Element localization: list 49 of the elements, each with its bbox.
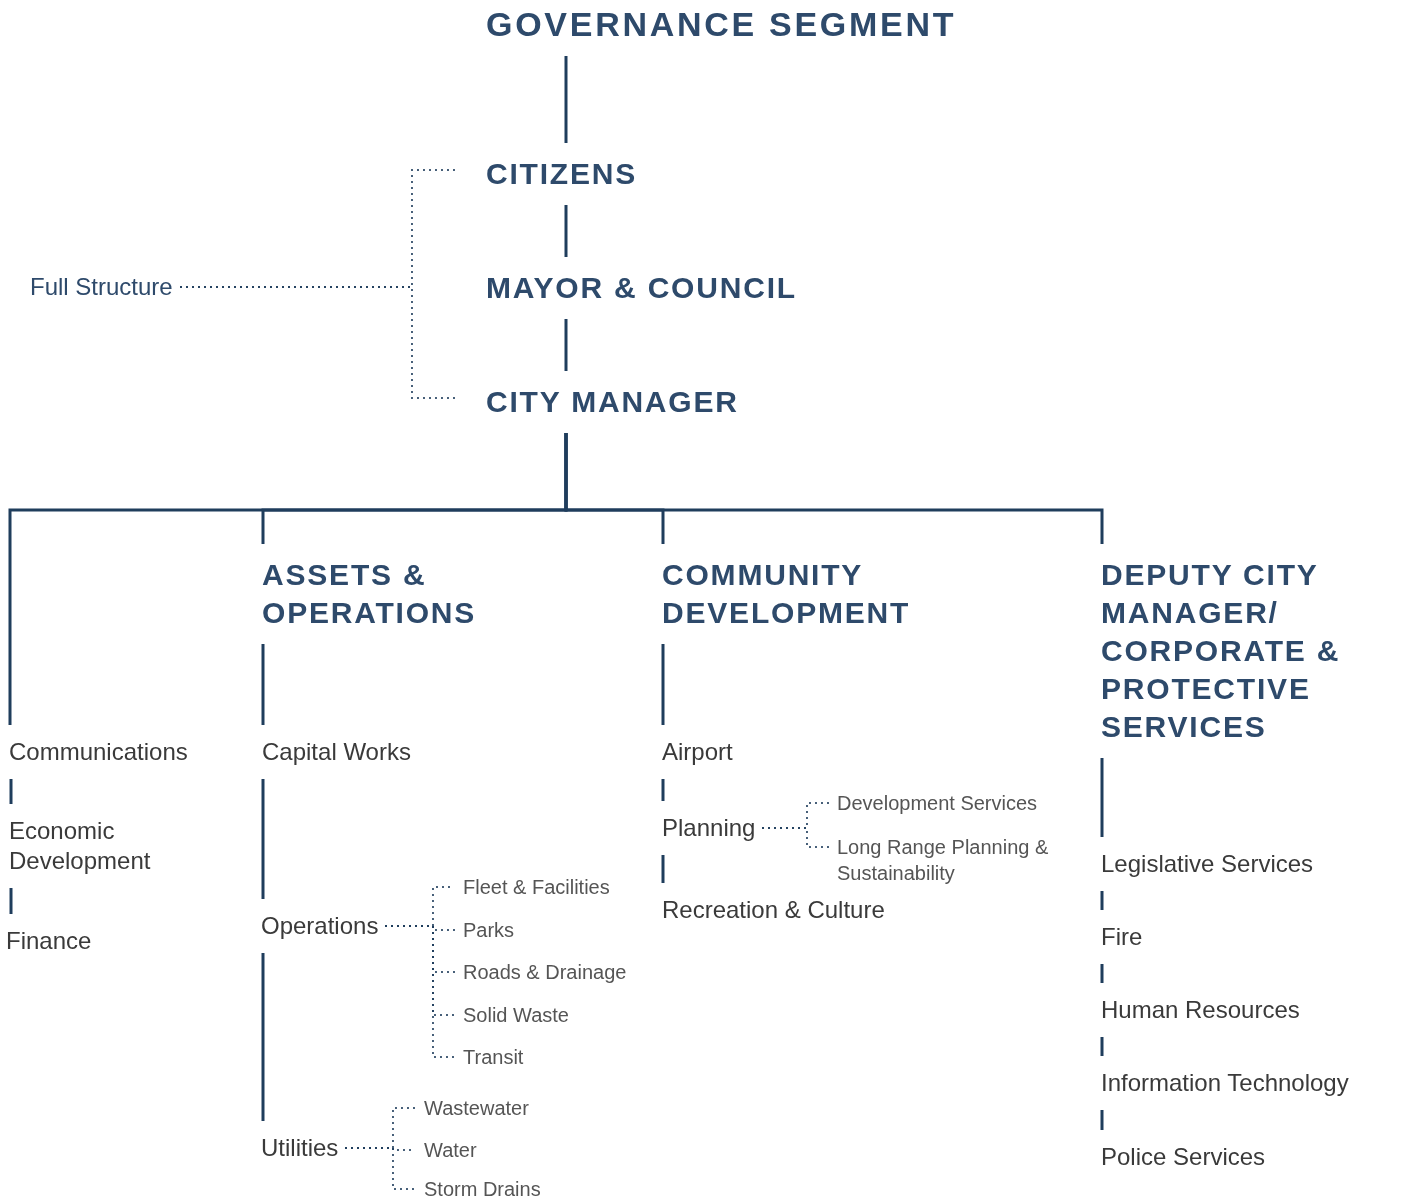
org-heading: CITY MANAGER (478, 371, 747, 433)
connector-line (9, 888, 13, 914)
department-label: Communications (1, 725, 196, 779)
connector-line (261, 779, 265, 899)
connector-line (564, 56, 568, 143)
connector-line (661, 644, 665, 725)
unit-label: Transit (455, 1042, 532, 1072)
connector-line (1100, 964, 1104, 983)
dotted-connector (384, 924, 457, 1059)
department-label: Capital Works (254, 725, 419, 779)
connector-line (1100, 1110, 1104, 1130)
unit-label: Roads & Drainage (455, 957, 635, 987)
title-heading: GOVERNANCE SEGMENT (478, 0, 965, 56)
org-heading: MAYOR & COUNCIL (478, 257, 805, 319)
connector-line (1100, 1037, 1104, 1056)
unit-label: Fleet & Facilities (455, 872, 618, 902)
unit-label: Water (416, 1135, 485, 1165)
department-label: Operations (253, 899, 387, 953)
connector-line (1100, 758, 1104, 837)
department-label: Police Services (1093, 1130, 1274, 1184)
department-label: Human Resources (1093, 983, 1308, 1037)
connector-line (261, 644, 265, 725)
department-label: Airport (654, 725, 741, 779)
department-label: Economic Development (1, 804, 217, 888)
note-label: Full Structure (22, 260, 181, 314)
connector-line (9, 779, 13, 804)
department-label: Utilities (253, 1121, 347, 1175)
org-heading: CITIZENS (478, 143, 646, 205)
department-label: Information Technology (1093, 1056, 1357, 1110)
department-label: Fire (1093, 910, 1151, 964)
connector-line (261, 953, 265, 1121)
unit-label: Parks (455, 915, 523, 945)
unit-label: Solid Waste (455, 1000, 577, 1030)
unit-label: Development Services (829, 788, 1046, 818)
org-heading: COMMUNITY DEVELOPMENT (654, 544, 970, 644)
unit-label: Wastewater (416, 1093, 537, 1123)
department-label: Legislative Services (1093, 837, 1322, 891)
connector-line (1100, 891, 1104, 910)
dotted-connector (761, 826, 831, 849)
department-label: Finance (0, 914, 100, 968)
connector-line (661, 855, 665, 883)
unit-label: Storm Drains (416, 1174, 549, 1203)
connector-line (564, 205, 568, 257)
department-label: Planning (654, 801, 764, 855)
connector-line (564, 433, 1104, 544)
org-heading: ASSETS & OPERATIONS (254, 544, 540, 644)
connector-line (661, 779, 665, 801)
org-heading: DEPUTY CITY MANAGER/ CORPORATE & PROTECTIVE SERVICES (1093, 544, 1404, 758)
connector-line (564, 319, 568, 371)
